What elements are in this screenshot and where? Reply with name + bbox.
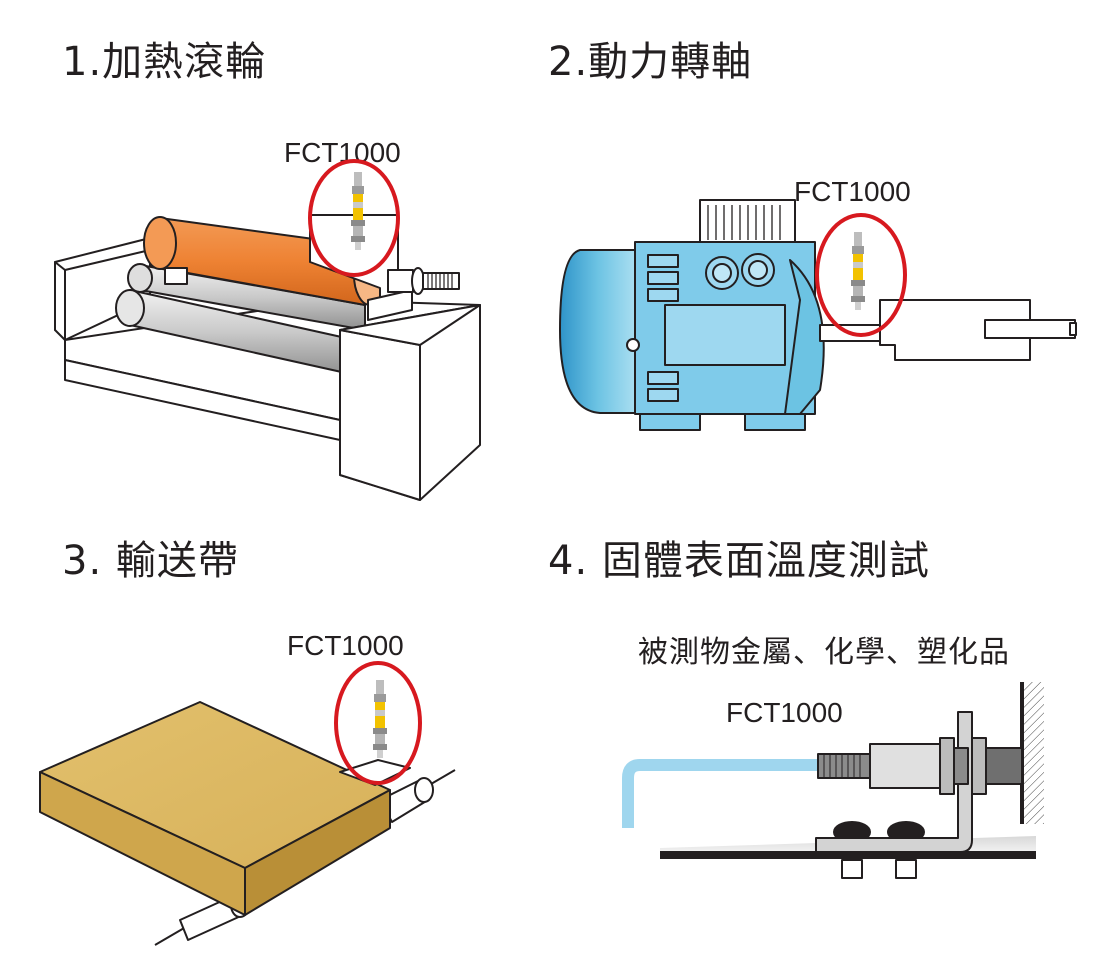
panel-1-highlight-circle bbox=[308, 159, 400, 277]
panel-1-title: 1.加熱滾輪 bbox=[62, 39, 267, 85]
panel-2-sensor-label: FCT1000 bbox=[794, 176, 911, 207]
panel-4-sensor-label: FCT1000 bbox=[726, 697, 843, 728]
panel-3-sensor-label: FCT1000 bbox=[287, 630, 404, 661]
panel-3-highlight-circle bbox=[334, 661, 422, 785]
panel-4-title: 4. 固體表面溫度測試 bbox=[548, 538, 930, 584]
conveyor-illustration bbox=[39, 701, 456, 946]
motor-illustration bbox=[559, 199, 1077, 431]
panel-2-title: 2.動力轉軸 bbox=[548, 39, 753, 85]
heating-roller-illustration bbox=[54, 214, 481, 501]
panel-2-sensor-icon bbox=[851, 232, 865, 310]
panel-4-subtitle: 被測物金屬、化學、塑化品 bbox=[638, 635, 1010, 670]
panel-3-sensor-icon bbox=[373, 680, 387, 758]
panel-2-highlight-circle bbox=[815, 213, 907, 337]
panel-3-title: 3. 輸送帶 bbox=[62, 538, 239, 584]
panel-1-sensor-icon bbox=[351, 172, 365, 250]
surface-test-illustration bbox=[622, 682, 1044, 879]
